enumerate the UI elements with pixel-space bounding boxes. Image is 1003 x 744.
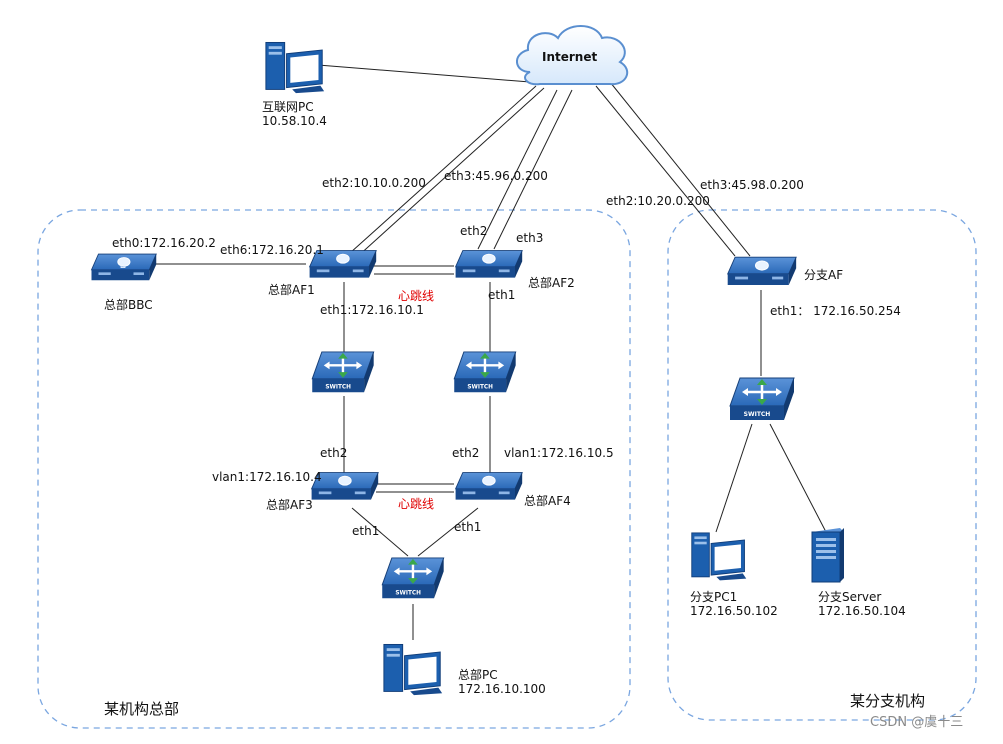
af3-vlan1-label: vlan1:172.16.10.4 (212, 470, 322, 484)
svg-text:⌂: ⌂ (120, 260, 126, 271)
af4-eth1-label: eth1 (454, 520, 482, 534)
internet-pc-label: 互联网PC 10.58.10.4 (262, 100, 327, 128)
hq-pc-icon (383, 643, 443, 696)
af1-eth2-label: eth2:10.10.0.200 (322, 176, 426, 190)
internet-cloud-label: Internet (542, 50, 598, 64)
branch-af-name: 分支AF (804, 268, 844, 282)
af1-eth1-label: eth1:172.16.10.1 (320, 303, 424, 317)
af2-eth1-label: eth1 (488, 288, 516, 302)
af4-vlan1-label: vlan1:172.16.10.5 (504, 446, 614, 460)
branch-pc1-icon (691, 532, 747, 581)
af2-eth2-label: eth2 (460, 224, 488, 238)
branch-pc1-ip: 172.16.50.102 (690, 604, 778, 618)
link-switch4-server (769, 423, 827, 533)
internet-pc-name: 互联网PC (262, 100, 314, 114)
heartbeat-top-label: 心跳线 (398, 289, 435, 303)
links (156, 64, 827, 640)
branch-af-icon (727, 256, 797, 286)
internet-cloud-icon (516, 25, 629, 86)
switch-3-icon (380, 556, 445, 600)
af2-eth3-label: eth3 (516, 231, 544, 245)
hq-pc-label: 总部PC 172.16.10.100 (458, 668, 546, 696)
hq-af1-name: 总部AF1 (268, 283, 315, 297)
branch-server-icon (811, 527, 845, 583)
link-af2-cloud-a (477, 89, 558, 250)
link-af1-cloud-a (349, 85, 537, 254)
branch-eth3-label: eth3:45.98.0.200 (700, 178, 804, 192)
hq-pc-name: 总部PC (458, 668, 498, 682)
hq-pc-ip: 172.16.10.100 (458, 682, 546, 696)
af3-eth2-label: eth2 (320, 446, 348, 460)
link-af2-cloud-b (493, 89, 573, 250)
link-branchaf-cloud-b (609, 81, 751, 257)
internet-pc-ip: 10.58.10.4 (262, 114, 327, 128)
branch-eth2-label: eth2:10.20.0.200 (606, 194, 710, 208)
link-af4-switch3 (417, 507, 479, 557)
hq-af3-name: 总部AF3 (266, 498, 313, 512)
hq-zone-label: 某机构总部 (104, 700, 180, 718)
branch-eth1-label: eth1： 172.16.50.254 (770, 304, 901, 318)
bbc-eth0-label: eth0:172.16.20.2 (112, 236, 216, 250)
branch-server-label: 分支Server 172.16.50.104 (818, 590, 906, 618)
hq-bbc-name: 总部BBC (104, 298, 153, 312)
switch-1-icon (310, 350, 375, 394)
branch-pc1-name: 分支PC1 (690, 590, 738, 604)
hq-bbc-icon: ⌂ (91, 253, 157, 281)
watermark: CSDN @虞十三 (870, 715, 964, 730)
af3-eth1-label: eth1 (352, 524, 380, 538)
af1-eth3-label: eth3:45.96.0.200 (444, 169, 548, 183)
heartbeat-bottom-label: 心跳线 (398, 497, 435, 511)
internet-pc-icon (265, 41, 325, 94)
af1-eth6-label: eth6:172.16.20.1 (220, 243, 324, 257)
branch-zone-label: 某分支机构 (850, 692, 926, 710)
branch-server-ip: 172.16.50.104 (818, 604, 906, 618)
af4-eth2-label: eth2 (452, 446, 480, 460)
link-af1-cloud-b (356, 87, 545, 258)
hq-af2-name: 总部AF2 (528, 276, 575, 290)
hq-af4-name: 总部AF4 (524, 494, 571, 508)
hq-af4-icon (455, 472, 523, 501)
link-switch4-pc1 (715, 423, 753, 533)
switch-4-icon (728, 376, 796, 422)
branch-server-name: 分支Server (818, 590, 882, 604)
branch-pc1-label: 分支PC1 172.16.50.102 (690, 590, 778, 618)
link-branchaf-cloud-a (595, 85, 736, 257)
switch-2-icon (452, 350, 517, 394)
link-internetpc-cloud (317, 64, 531, 83)
hq-af2-icon (455, 250, 523, 279)
hq-zone-border (37, 209, 631, 729)
branch-zone-border (667, 209, 977, 721)
link-af3-switch3 (351, 507, 409, 557)
